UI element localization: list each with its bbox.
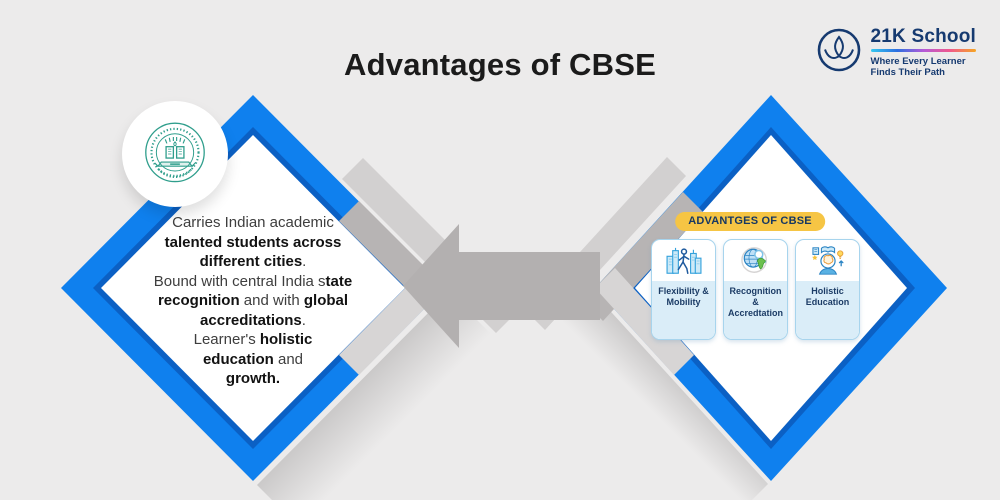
left-text-segment: growth. <box>225 370 281 387</box>
left-text-segment: . <box>301 311 306 329</box>
advantage-cards-row: Flexibility & Mobility Recognition & Acc… <box>651 239 860 340</box>
left-text-segment: different cities <box>199 253 303 270</box>
right-corner-cover <box>595 268 694 375</box>
card-label: Holistic Education <box>796 281 859 339</box>
left-diamond-text: Carries Indian academic talented students… <box>128 213 378 389</box>
left-text-segment: . <box>302 253 307 270</box>
left-text-segment: tate <box>325 272 353 290</box>
left-text-segment: recognition <box>157 292 240 309</box>
advantage-card-recognition: Recognition & Accredtation <box>723 239 788 340</box>
brand-gradient-rule <box>870 49 976 52</box>
right-diamond-drop-shadow <box>562 291 768 500</box>
brand-logo: 21K School Where Every Learner Finds The… <box>816 27 976 79</box>
globe-india-icon <box>724 240 787 281</box>
brand-name: 21K School <box>870 26 976 47</box>
lotus-circle-icon <box>816 27 862 78</box>
left-text-segment: Carries Indian academic <box>172 214 334 231</box>
left-text-segment: Learner's <box>193 331 260 348</box>
left-text-segment: Bound with central India s <box>153 272 326 290</box>
city-commuter-icon <box>652 240 715 281</box>
left-diamond-drop-shadow <box>257 292 491 500</box>
brand-tagline-line1: Where Every Learner <box>870 55 966 67</box>
left-text-segment: talented students across <box>164 233 342 251</box>
cbse-seal-icon <box>145 122 205 183</box>
left-text-segment: accreditations <box>200 311 302 329</box>
page-title: Advantages of CBSE <box>344 46 656 82</box>
card-label: Recognition & Accredtation <box>724 281 787 339</box>
cbse-emblem <box>122 101 228 207</box>
left-text-segment: global <box>303 292 349 309</box>
mind-growth-icon <box>796 240 859 281</box>
card-label: Flexibility & Mobility <box>652 281 715 339</box>
left-text-segment: holistic <box>259 331 313 348</box>
left-text-segment: and with <box>239 292 304 309</box>
advantage-card-holistic: Holistic Education <box>795 239 860 340</box>
arrow-left-icon <box>403 224 600 348</box>
advantages-badge: ADVANTGES OF CBSE <box>675 212 825 231</box>
left-white-diamond <box>101 135 405 441</box>
advantage-card-flexibility: Flexibility & Mobility <box>651 239 716 340</box>
left-text-segment: and <box>273 350 304 368</box>
brand-tagline-line2: Finds Their Path <box>870 67 945 78</box>
left-text-segment: education <box>202 350 274 368</box>
